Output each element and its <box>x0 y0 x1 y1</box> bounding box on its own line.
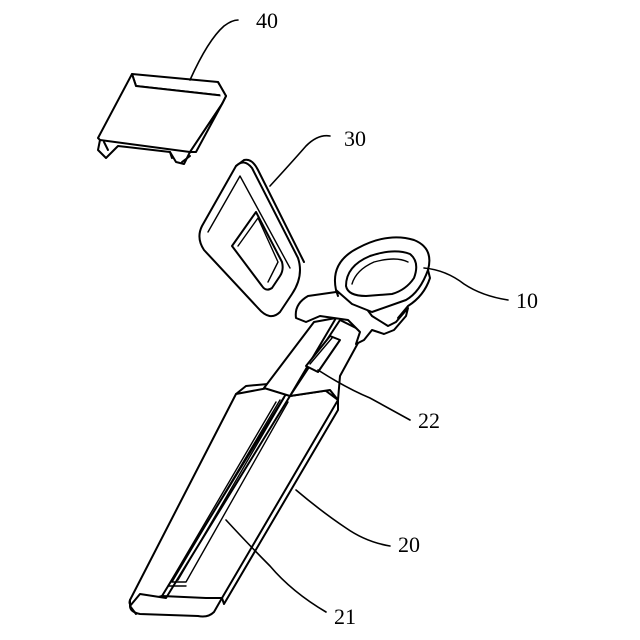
leader-line-20 <box>296 490 390 546</box>
leader-line-10 <box>424 268 508 300</box>
sleeve-part-20 <box>130 384 339 617</box>
ref-label-20: 20 <box>398 532 420 557</box>
cap-part-40 <box>98 74 226 164</box>
ref-label-21: 21 <box>334 604 356 629</box>
ref-label-22: 22 <box>418 408 440 433</box>
frame-part-30 <box>199 160 304 316</box>
ref-label-10: 10 <box>516 288 538 313</box>
leader-line-30 <box>270 136 330 186</box>
ref-label-40: 40 <box>256 8 278 33</box>
leader-line-40 <box>190 20 238 80</box>
ref-label-30: 30 <box>344 126 366 151</box>
